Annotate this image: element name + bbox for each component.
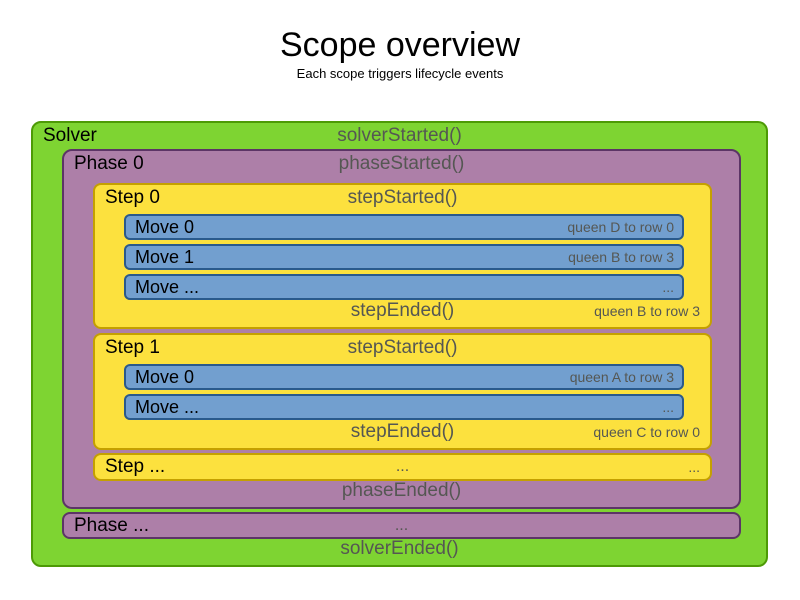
step0-move-more-box: Move ... ...: [124, 274, 684, 300]
page-subtitle: Each scope triggers lifecycle events: [296, 66, 504, 81]
phase0-scope-box: Phase 0 phaseStarted() Step 0 stepStarte…: [62, 149, 741, 509]
move-note: ...: [662, 279, 674, 295]
step1-move-more-box: Move ... ...: [124, 394, 684, 420]
phase-more-scope-box: Phase ... ...: [62, 512, 741, 539]
solver-started-event: solverStarted(): [337, 125, 462, 146]
step1-footer: stepEnded() queen C to row 0: [95, 421, 710, 445]
step-more-label: Step ...: [105, 456, 166, 477]
move-label: Move ...: [135, 397, 200, 417]
phase0-footer: phaseEnded(): [64, 480, 739, 504]
step-more-center-dots: ...: [395, 458, 410, 475]
solver-footer: solverEnded(): [33, 538, 766, 562]
step0-scope-box: Step 0 stepStarted() Move 0 queen D to r…: [93, 183, 712, 329]
step1-move0-box: Move 0 queen A to row 3: [124, 364, 684, 390]
page-title: Scope overview: [279, 26, 520, 64]
phase-more-row: Phase ... ...: [64, 514, 739, 537]
step1-label: Step 1: [105, 337, 160, 358]
step0-header: Step 0 stepStarted(): [95, 186, 710, 212]
move-label: Move 1: [135, 247, 195, 267]
step0-ended-note: queen B to row 3: [594, 303, 700, 319]
step0-label: Step 0: [105, 187, 160, 208]
step-more-scope-box: Step ... ... ...: [93, 453, 712, 481]
move-note: queen B to row 3: [568, 249, 674, 265]
solver-ended-event: solverEnded(): [340, 538, 459, 559]
move-label: Move ...: [135, 277, 200, 297]
step1-ended-note: queen C to row 0: [593, 424, 700, 440]
phase-more-label: Phase ...: [74, 515, 149, 536]
step-more-right-dots: ...: [688, 459, 700, 475]
phase-started-event: phaseStarted(): [338, 153, 465, 174]
phase0-header: Phase 0 phaseStarted(): [64, 152, 739, 178]
move-note: ...: [662, 399, 674, 415]
move-note: queen A to row 3: [569, 369, 674, 385]
step0-move0-box: Move 0 queen D to row 0: [124, 214, 684, 240]
move-label: Move 0: [135, 217, 195, 237]
step-more-row: Step ... ... ...: [95, 455, 710, 479]
step0-move1-box: Move 1 queen B to row 3: [124, 244, 684, 270]
step1-header: Step 1 stepStarted(): [95, 336, 710, 362]
solver-header: Solver solverStarted(): [33, 124, 766, 150]
step1-ended-event: stepEnded(): [350, 421, 455, 442]
step1-started-event: stepStarted(): [347, 337, 458, 358]
solver-label: Solver: [43, 125, 97, 146]
move-note: queen D to row 0: [567, 219, 674, 235]
phase0-label: Phase 0: [74, 153, 144, 174]
step1-scope-box: Step 1 stepStarted() Move 0 queen A to r…: [93, 333, 712, 450]
phase-ended-event: phaseEnded(): [341, 480, 462, 501]
solver-scope-box: Solver solverStarted() Phase 0 phaseStar…: [31, 121, 768, 567]
move-label: Move 0: [135, 367, 195, 387]
step0-footer: stepEnded() queen B to row 3: [95, 300, 710, 324]
step0-ended-event: stepEnded(): [350, 300, 455, 321]
phase-more-center-dots: ...: [394, 517, 409, 534]
step0-started-event: stepStarted(): [347, 187, 458, 208]
